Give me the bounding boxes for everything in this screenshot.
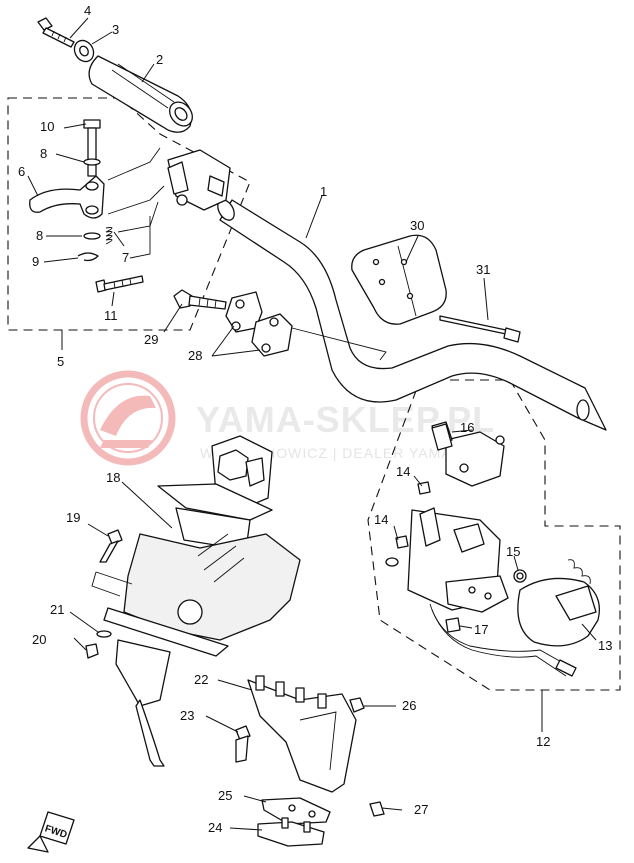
steering-column-part (103, 435, 301, 767)
callout-29: 29 (144, 332, 158, 347)
callout-7: 7 (122, 250, 129, 265)
callout-22: 22 (194, 672, 208, 687)
switch-ring-part (385, 557, 399, 567)
callout-15: 15 (506, 544, 520, 559)
callout-20: 20 (32, 632, 46, 647)
bracket-part (247, 675, 357, 793)
column-washer-part (96, 630, 112, 638)
callout-labels: 4 3 2 1 5 6 7 8 8 9 10 11 12 13 14 14 15… (18, 3, 612, 835)
column-guide-lines (91, 571, 133, 597)
callout-23: 23 (180, 708, 194, 723)
callout-16: 16 (460, 420, 474, 435)
lever-bolt-part (95, 275, 144, 293)
callout-9: 9 (32, 254, 39, 269)
spring-part (105, 227, 113, 245)
callout-28: 28 (188, 348, 202, 363)
washer-upper-part (83, 158, 101, 166)
handlebar-holder-bolt-part (173, 289, 227, 310)
callout-18: 18 (106, 470, 120, 485)
callout-31: 31 (476, 262, 490, 277)
callout-14-upper: 14 (396, 464, 410, 479)
pivot-bolt-part (83, 119, 101, 177)
callout-8-lower: 8 (36, 228, 43, 243)
switch-spring-part (513, 569, 527, 583)
callout-5: 5 (57, 354, 64, 369)
watermark: YAMA-SKLEP.PL WOJTECHOWICZ | DEALER YAMA… (80, 370, 494, 466)
switch-screw-lower-part (395, 535, 409, 549)
callout-11: 11 (104, 308, 118, 323)
lower-holder-part (251, 313, 293, 357)
leader-lines (27, 17, 597, 831)
washer-part (73, 39, 95, 63)
holder-guide-line (291, 327, 387, 361)
switch-cover-part (517, 559, 601, 647)
callout-30: 30 (410, 218, 424, 233)
lever-part (29, 175, 105, 219)
watermark-logo-icon (80, 370, 176, 466)
callout-8-upper: 8 (40, 146, 47, 161)
plate-upper-part (261, 797, 331, 825)
callout-1: 1 (320, 184, 327, 199)
callout-19: 19 (66, 510, 80, 525)
callout-14-lower: 14 (374, 512, 388, 527)
callout-10: 10 (40, 119, 54, 134)
plate-lower-part (257, 817, 325, 847)
strap-part (439, 315, 521, 343)
switch-bolt-part (445, 617, 461, 633)
assembly-guide-lines (107, 147, 165, 215)
plate-screw-part (369, 801, 385, 817)
callout-2: 2 (156, 52, 163, 67)
bracket-nut-part (349, 697, 365, 713)
callout-12: 12 (536, 734, 550, 749)
callout-26: 26 (402, 698, 416, 713)
callout-27: 27 (414, 802, 428, 817)
screw-part (37, 17, 75, 48)
callout-21: 21 (50, 602, 64, 617)
callout-17: 17 (474, 622, 488, 637)
switch-wire-part (429, 603, 577, 677)
circlip-part (77, 252, 99, 262)
grip-part (88, 55, 193, 133)
assembly-guide-lines-lower (117, 201, 159, 259)
handlebar-pad-part (351, 234, 447, 325)
fwd-arrow-icon: FWD (27, 811, 75, 853)
callout-24: 24 (208, 820, 222, 835)
lever-holder-part (167, 149, 231, 211)
callout-13: 13 (598, 638, 612, 653)
switch-unit-part (407, 507, 509, 613)
callout-4: 4 (84, 3, 91, 18)
bracket-bolt-part (235, 725, 251, 763)
column-nut-part (85, 643, 99, 659)
callout-3: 3 (112, 22, 119, 37)
switch-knob-part (431, 423, 505, 451)
group-box-switch-assembly (367, 379, 621, 691)
column-bolt-part (99, 529, 123, 563)
callout-6: 6 (18, 164, 25, 179)
washer-lower-part (83, 232, 101, 240)
callout-25: 25 (218, 788, 232, 803)
